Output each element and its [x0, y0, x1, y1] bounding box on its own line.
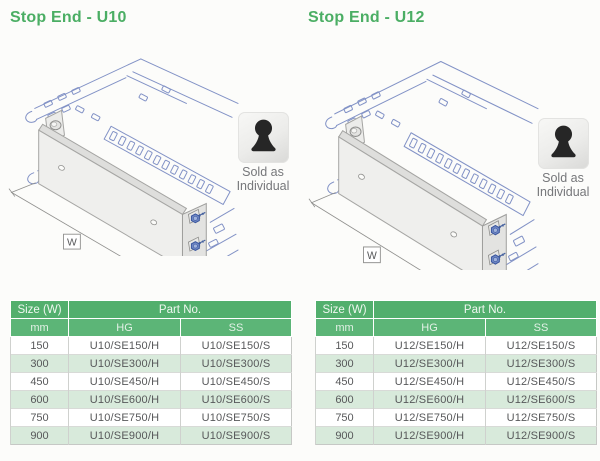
ss-part-cell: U12/SE900/S	[485, 426, 597, 445]
sold-as-line1: Sold as	[542, 171, 584, 185]
unit-header: mm	[315, 318, 374, 337]
hg-part-cell: U10/SE300/H	[68, 354, 181, 373]
ss-part-cell: U12/SE300/S	[485, 354, 597, 373]
sold-as-individual-icon	[237, 112, 289, 163]
ss-part-cell: U10/SE750/S	[180, 408, 292, 427]
hg-part-cell: U12/SE150/H	[373, 336, 486, 355]
ss-part-cell: U10/SE900/S	[180, 426, 292, 445]
sold-as-line2: Individual	[536, 184, 590, 199]
size-cell: 750	[10, 408, 69, 427]
size-cell: 300	[10, 354, 69, 373]
ss-part-cell: U12/SE150/S	[485, 336, 597, 355]
unit-header: mm	[10, 318, 69, 337]
ss-header: SS	[180, 318, 292, 337]
sold-as-line2: Individual	[236, 178, 290, 193]
hg-header: HG	[68, 318, 181, 337]
panel-u12: Stop End - U12 Sold as Individual	[300, 0, 600, 461]
size-header: Size (W)	[315, 300, 374, 319]
ss-part-cell: U12/SE450/S	[485, 372, 597, 391]
stop-end-diagram	[8, 58, 239, 256]
hg-part-cell: U10/SE150/H	[68, 336, 181, 355]
sold-as-line1: Sold as	[242, 165, 284, 179]
part-no-header: Part No.	[373, 300, 597, 319]
ss-part-cell: U10/SE600/S	[180, 390, 292, 409]
hg-part-cell: U12/SE300/H	[373, 354, 486, 373]
sold-as-text: Sold as Individual	[523, 171, 600, 199]
sold-as-text: Sold as Individual	[223, 165, 303, 193]
ss-header: SS	[485, 318, 597, 337]
ss-part-cell: U10/SE300/S	[180, 354, 292, 373]
size-cell: 900	[315, 426, 374, 445]
size-cell: 750	[315, 408, 374, 427]
hg-part-cell: U10/SE750/H	[68, 408, 181, 427]
stop-end-diagram	[308, 60, 539, 270]
sold-as-individual-icon	[537, 118, 589, 169]
size-cell: 450	[10, 372, 69, 391]
hg-part-cell: U12/SE450/H	[373, 372, 486, 391]
ss-part-cell: U12/SE600/S	[485, 390, 597, 409]
pawn-icon	[250, 119, 276, 152]
panel-u10: Stop End - U10 Sold as Individual	[8, 9, 303, 445]
size-cell: 150	[10, 336, 69, 355]
size-cell: 600	[315, 390, 374, 409]
page-title: Stop End - U12	[308, 9, 425, 26]
hg-part-cell: U12/SE900/H	[373, 426, 486, 445]
ss-part-cell: U12/SE750/S	[485, 408, 597, 427]
hg-header: HG	[373, 318, 486, 337]
part-no-header: Part No.	[68, 300, 292, 319]
hg-part-cell: U10/SE600/H	[68, 390, 181, 409]
hg-part-cell: U10/SE900/H	[68, 426, 181, 445]
ss-part-cell: U10/SE450/S	[180, 372, 292, 391]
size-cell: 600	[10, 390, 69, 409]
size-cell: 300	[315, 354, 374, 373]
size-header: Size (W)	[10, 300, 69, 319]
ss-part-cell: U10/SE150/S	[180, 336, 292, 355]
hg-part-cell: U10/SE450/H	[68, 372, 181, 391]
hg-part-cell: U12/SE750/H	[373, 408, 486, 427]
sold-as-badge: Sold as Individual	[523, 118, 600, 199]
hg-part-cell: U12/SE600/H	[373, 390, 486, 409]
sold-as-badge: Sold as Individual	[223, 112, 303, 193]
size-cell: 900	[10, 426, 69, 445]
page-title: Stop End - U10	[10, 9, 127, 26]
pawn-icon	[550, 125, 576, 158]
size-cell: 450	[315, 372, 374, 391]
size-cell: 150	[315, 336, 374, 355]
